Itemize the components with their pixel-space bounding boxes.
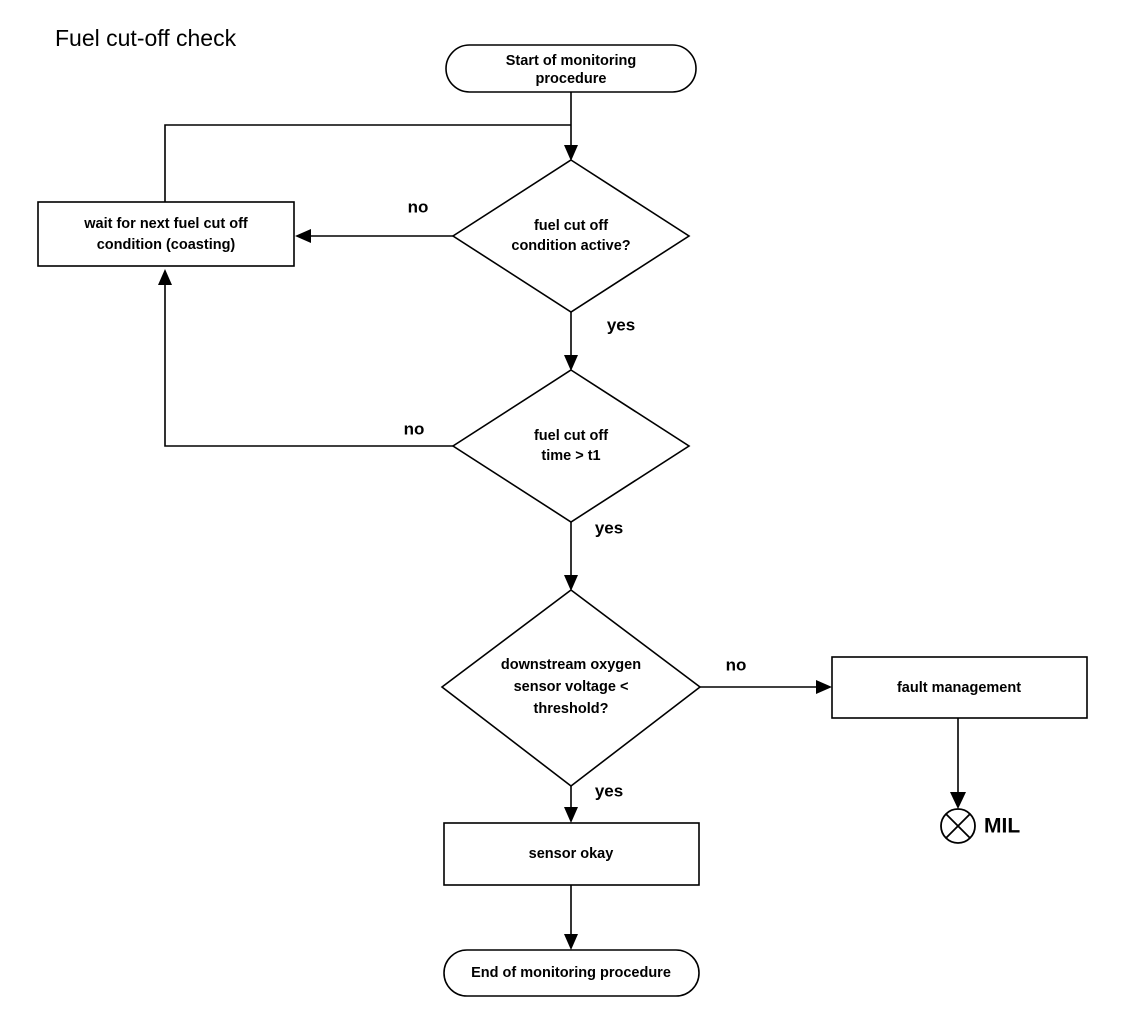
start-label-line1: Start of monitoring (506, 53, 637, 69)
wait-shape (37, 201, 295, 267)
decision-condition-label-line2: condition active? (511, 238, 630, 254)
edge-label-condition-no: no (408, 197, 429, 216)
decision-time-label-line1: fuel cut off (534, 428, 608, 444)
edge-label-time-yes: yes (595, 518, 623, 537)
wait-label-line1: wait for next fuel cut off (83, 216, 248, 232)
arrowhead-start-to-condition (564, 145, 578, 161)
end-shape (443, 949, 700, 997)
mil-cross-stroke-b (945, 813, 971, 839)
start-shape (445, 44, 697, 93)
fault-management-label: fault management (897, 680, 1021, 696)
decision-time-label-line2: time > t1 (541, 448, 600, 464)
arrowhead-condition-no-to-wait (295, 229, 311, 243)
edge-label-voltage-no: no (726, 655, 747, 674)
wait-label-line2: condition (coasting) (97, 237, 236, 253)
decision-condition-label-line1: fuel cut off (534, 218, 608, 234)
edge-wait-to-condition-loop (164, 124, 571, 202)
node-fault-management[interactable]: fault management (831, 656, 1088, 719)
edge-time-no-to-wait (164, 272, 468, 447)
node-start[interactable]: Start of monitoring procedure (445, 44, 697, 93)
end-label: End of monitoring procedure (471, 965, 671, 981)
decision-voltage-label-line2: sensor voltage < (514, 679, 629, 695)
decision-voltage-label-line3: threshold? (534, 701, 609, 717)
arrowhead-fault-to-mil (950, 792, 966, 809)
node-mil[interactable]: MIL (940, 808, 1020, 844)
arrowhead-time-yes-to-voltage (564, 575, 578, 591)
node-wait[interactable]: wait for next fuel cut off condition (co… (37, 201, 295, 267)
mil-label: MIL (984, 815, 1020, 838)
start-label-line2: procedure (536, 71, 607, 87)
decision-voltage-shape (440, 588, 702, 788)
edge-label-time-no: no (404, 419, 425, 438)
decision-condition-shape (451, 159, 691, 313)
arrowhead-sensor-okay-to-end (564, 934, 578, 950)
node-decision-voltage[interactable]: downstream oxygen sensor voltage < thres… (440, 588, 702, 788)
decision-voltage-label-line1: downstream oxygen (501, 657, 641, 673)
page-title: Fuel cut-off check (55, 25, 237, 51)
node-sensor-okay[interactable]: sensor okay (443, 822, 700, 886)
decision-time-shape (451, 369, 691, 523)
arrowhead-voltage-yes-to-sensor-okay (564, 807, 578, 823)
arrowhead-time-no-to-wait (158, 269, 172, 285)
edge-label-condition-yes: yes (607, 315, 635, 334)
arrowhead-voltage-no-to-fault (816, 680, 832, 694)
fault-management-shape (831, 656, 1088, 719)
sensor-okay-shape (443, 822, 700, 886)
edge-label-voltage-yes: yes (595, 781, 623, 800)
node-end[interactable]: End of monitoring procedure (443, 949, 700, 997)
sensor-okay-label: sensor okay (529, 846, 614, 862)
node-decision-condition[interactable]: fuel cut off condition active? (451, 159, 691, 313)
node-decision-time[interactable]: fuel cut off time > t1 (451, 369, 691, 523)
arrowhead-condition-yes-to-time (564, 355, 578, 371)
